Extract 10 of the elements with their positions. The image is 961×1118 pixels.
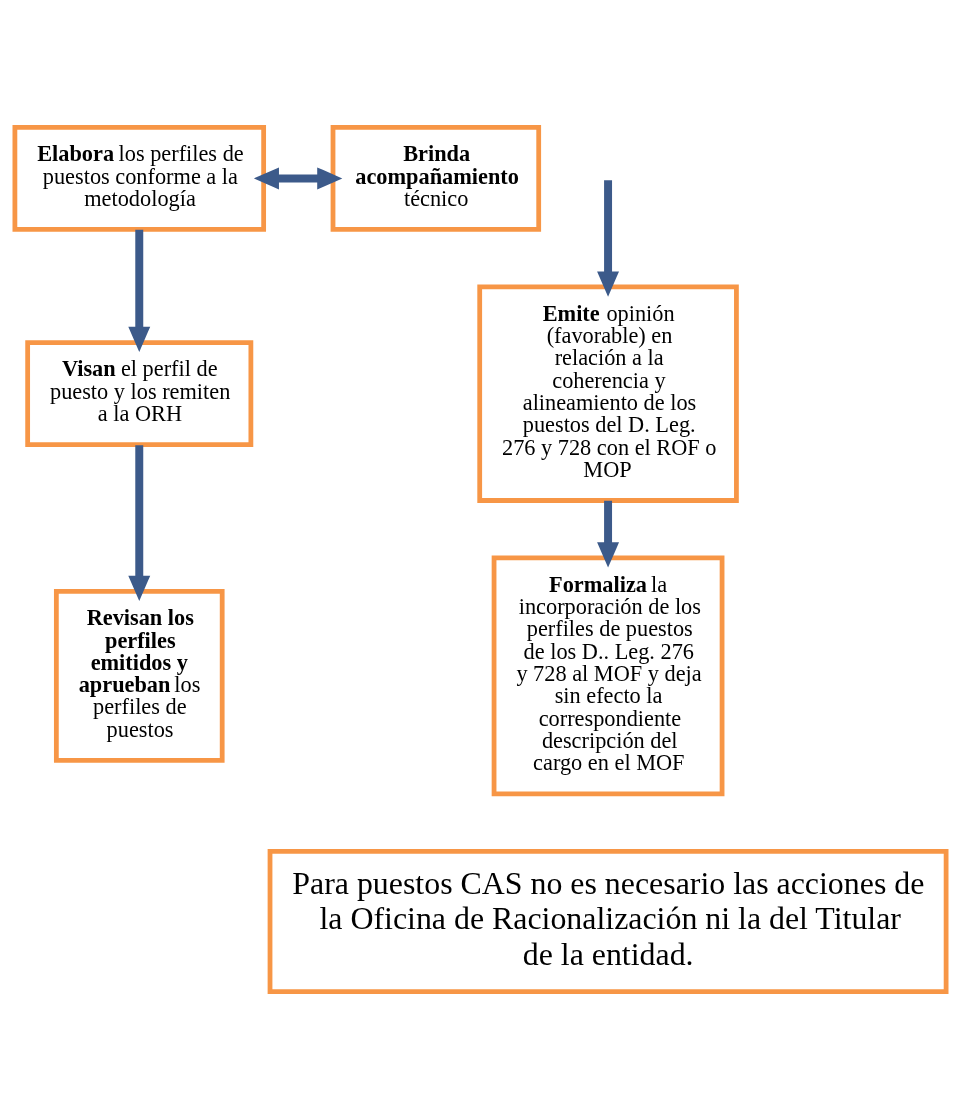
node-box: Para puestos CAS no es necesario las acciones de la Oficina de Racionalización ni la del Titular de la entidad. (267, 848, 949, 994)
node-box: Visan el perfil de puesto y los remiten a la ORH (25, 339, 254, 447)
node-box: Brinda acompañamiento técnico (330, 124, 542, 232)
node-box: Formaliza la incorporación de los perfiles de puestos de los D.. Leg. 276 y 728 al MOF y deja sin efecto la correspondiente descripción del cargo en el MOF (491, 555, 725, 796)
node-box: Elabora los perfiles de puestos conforme a la metodología (12, 124, 267, 232)
arrow (253, 166, 343, 189)
node-box: Revisan los perfiles emitidos y aprueban los perfiles de puestos (53, 588, 225, 763)
node-box: Emite opinión (favorable) en relación a la coherencia y alineamiento de los puestos del D. Leg. 276 y 728 con el ROF o MOP (477, 283, 739, 503)
arrow (128, 444, 151, 601)
arrow (597, 179, 620, 297)
